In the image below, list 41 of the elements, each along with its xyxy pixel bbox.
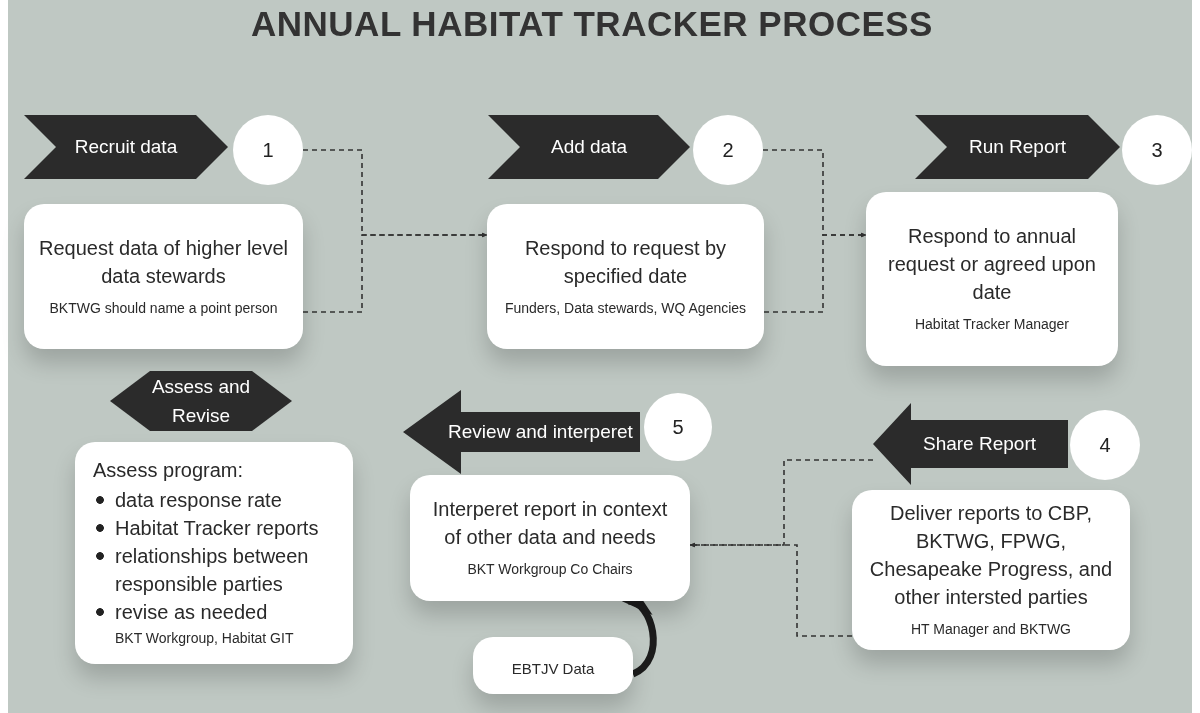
diagram-title: ANNUAL HABITAT TRACKER PROCESS <box>250 4 934 44</box>
process-card <box>75 442 353 664</box>
process-card <box>410 475 690 601</box>
step-number: 1 <box>262 138 274 162</box>
process-card <box>487 204 764 349</box>
card-heading: Request data of higher level data stewards <box>38 235 289 289</box>
dashed-connector <box>763 232 867 313</box>
card-heading: Assess program: <box>93 458 244 484</box>
dashed-connector <box>689 542 853 637</box>
arrow-banner <box>873 403 1068 485</box>
process-card <box>852 490 1130 650</box>
card-note: BKT Workgroup Co Chairs <box>467 560 633 580</box>
step-title: Review and interperet <box>447 419 634 444</box>
dashed-connector <box>302 232 488 313</box>
card-heading: Respond to request by specified date <box>523 235 728 289</box>
step-title: Share Report <box>922 431 1037 456</box>
step-number: 5 <box>672 415 684 439</box>
step-title: Run Report <box>967 134 1068 159</box>
step-number: 4 <box>1099 433 1111 457</box>
process-card <box>473 637 633 694</box>
chevron-banner <box>24 115 228 179</box>
card-note: Funders, Data stewards, WQ Agencies <box>504 298 747 318</box>
card-text: EBTJV Data <box>511 658 595 679</box>
process-card <box>24 204 303 349</box>
chevron-banner <box>488 115 690 179</box>
hexagon-banner <box>110 371 292 431</box>
process-card <box>866 192 1118 366</box>
card-note: HT Manager and BKTWG <box>911 620 1071 640</box>
step-number: 2 <box>722 138 734 162</box>
step-title: Add data <box>549 134 629 159</box>
card-note: BKT Workgroup, Habitat GIT <box>114 629 294 649</box>
card-heading: Deliver reports to CBP, BKTWG, FPWG, Chesapeake Progress, and other intersted parties <box>868 501 1114 611</box>
card-note: Habitat Tracker Manager <box>914 315 1070 335</box>
card-heading: Respond to annual request or agreed upon date <box>887 224 1097 306</box>
card-heading: Interperet report in context of other data and needs <box>431 497 669 551</box>
arrow-banner <box>403 390 640 474</box>
step-title: Assess and Revise <box>150 374 252 428</box>
step-title: Recruit data <box>73 134 179 159</box>
card-note: BKTWG should name a point person <box>49 298 278 318</box>
chevron-banner <box>915 115 1120 179</box>
step-number: 3 <box>1151 138 1163 162</box>
